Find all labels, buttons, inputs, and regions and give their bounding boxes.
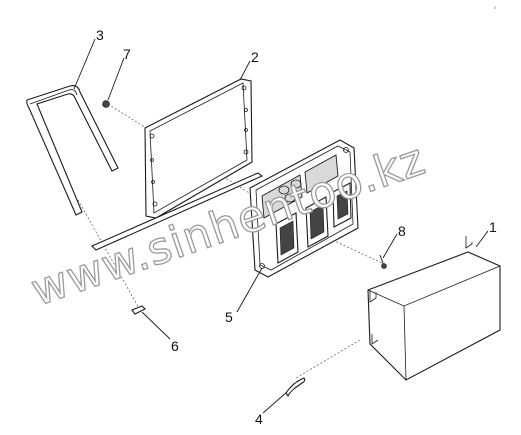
- callout-2: 2: [251, 49, 259, 65]
- cover-part: [367, 236, 501, 381]
- leader-lines: [73, 38, 489, 414]
- callout-8: 8: [398, 223, 406, 239]
- screw-part: [379, 254, 387, 269]
- clip-part: [131, 305, 146, 315]
- callout-5: 5: [225, 309, 233, 325]
- callout-1: 1: [489, 219, 497, 235]
- pin-part: [285, 377, 306, 398]
- callout-4: 4: [255, 411, 263, 427]
- callout-7: 7: [123, 46, 131, 62]
- callout-3: 3: [96, 27, 104, 43]
- u-bracket-part: [26, 85, 119, 216]
- nut-part: [102, 100, 110, 108]
- control-module-part: [249, 139, 359, 278]
- corner-mark: s: [494, 5, 496, 10]
- callout-6: 6: [171, 338, 179, 354]
